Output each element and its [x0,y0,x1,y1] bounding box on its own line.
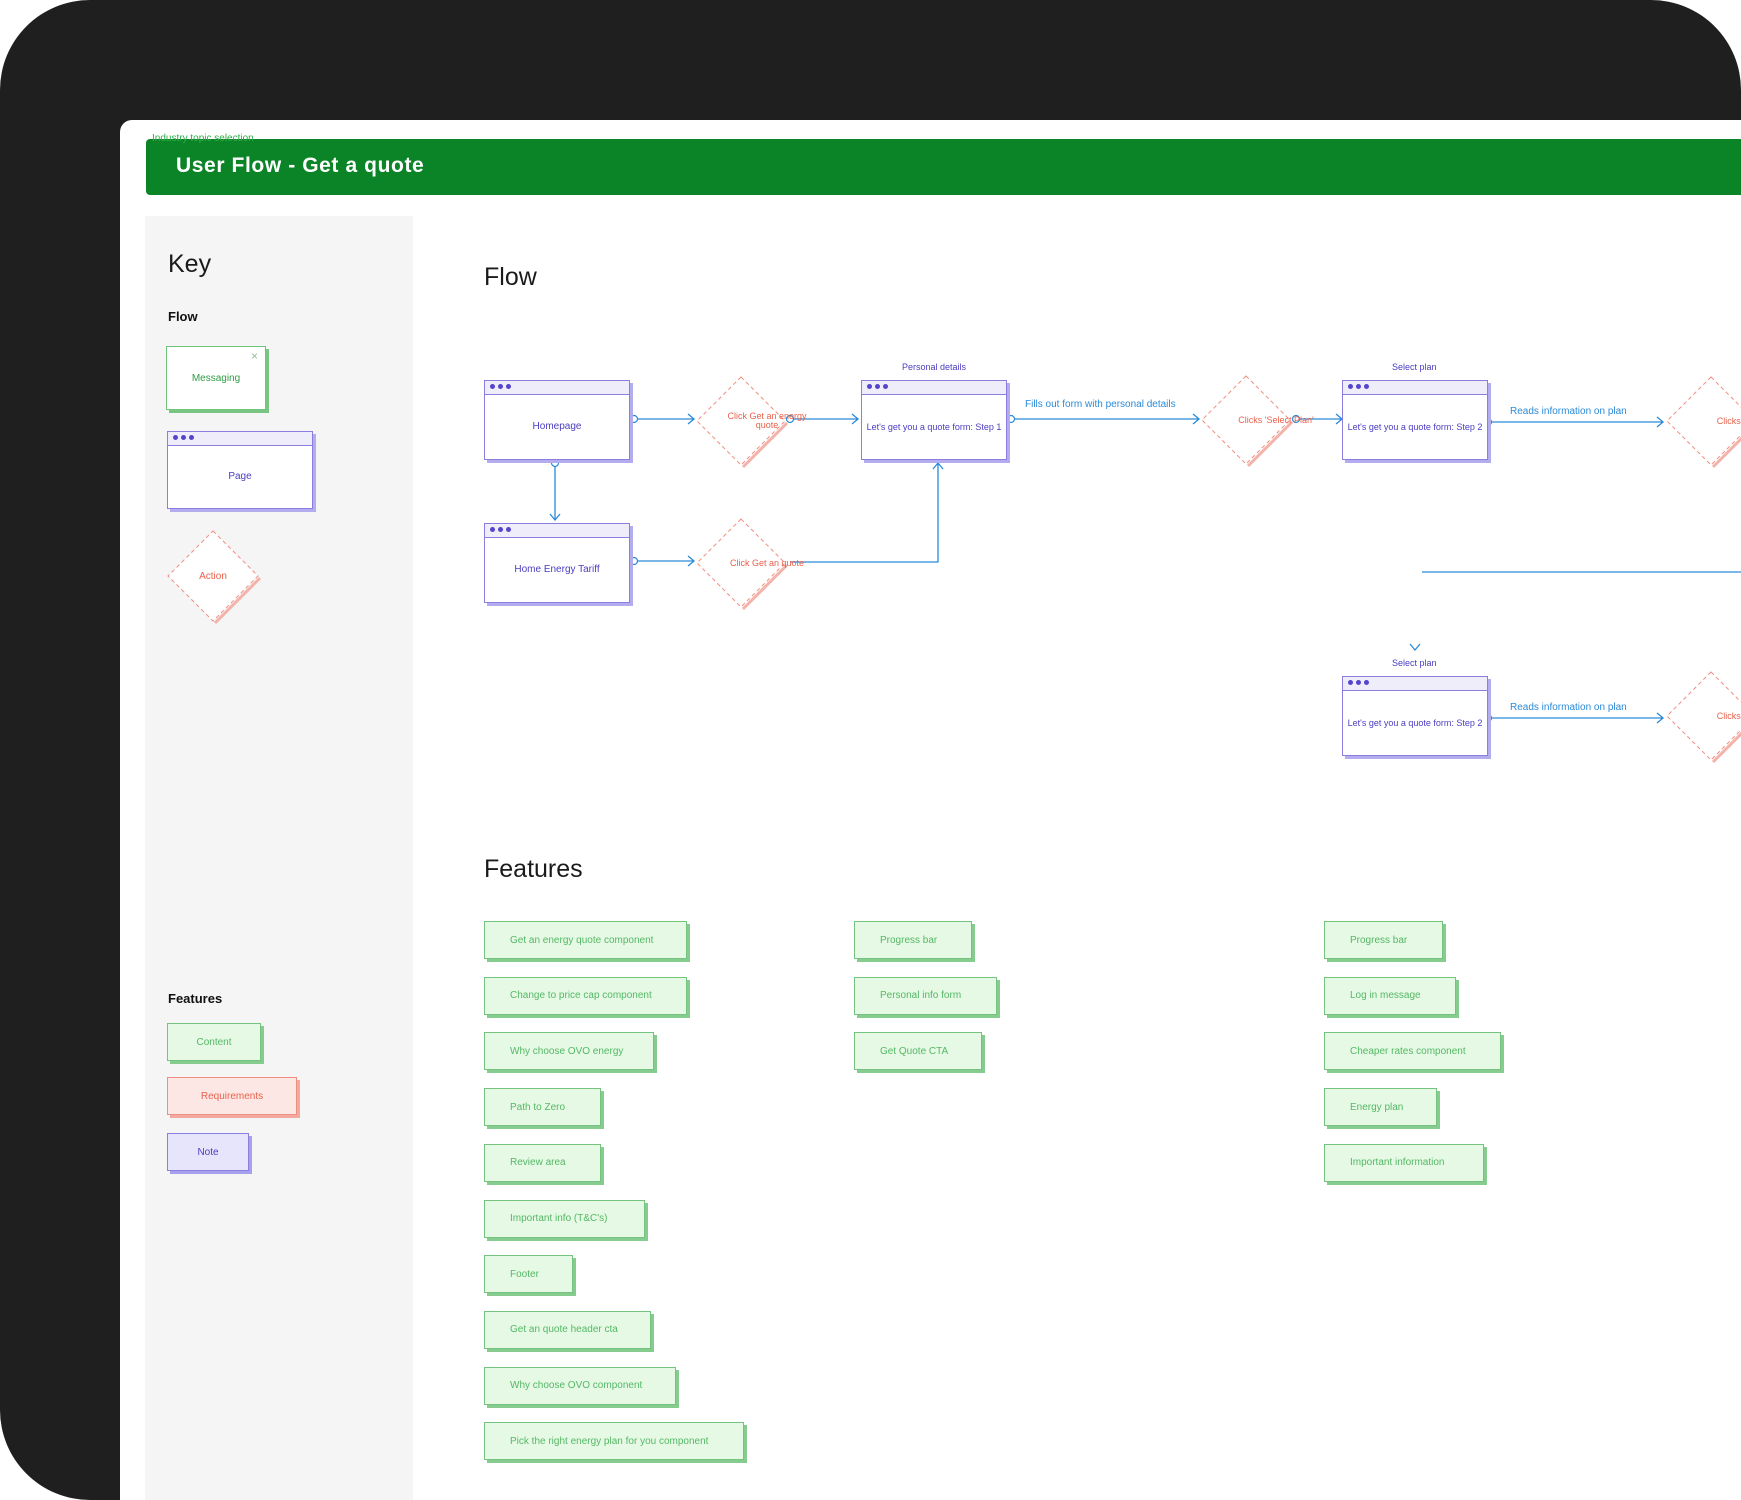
key-flow-heading: Flow [168,309,198,324]
feature-chip[interactable]: Get an energy quote component [484,921,687,959]
diamond-shape [1666,671,1741,764]
page-label: Homepage [532,421,582,432]
window-dots-icon [490,527,511,533]
close-icon: × [250,349,258,363]
feature-chip[interactable]: Why choose OVO energy [484,1032,654,1071]
window-dots-icon [1348,384,1369,390]
feature-chip[interactable]: Personal info form [854,976,997,1015]
page-label: Let's get you a quote form: Step 2 [1347,717,1483,728]
key-requirements-chip[interactable]: Requirements [167,1077,297,1115]
header-bar [146,139,1741,195]
feature-chip[interactable]: Get an quote header cta [484,1310,651,1349]
action-label: Clicks 'Next' [1716,415,1741,426]
edge-label-reads-bottom: Reads information on plan [1510,702,1627,713]
browser-bar [1343,381,1487,395]
key-note-chip[interactable]: Note [167,1133,249,1171]
action-clicks-next-bottom[interactable]: Clicks 'Next' [1666,671,1741,764]
page-title: User Flow - Get a quote [176,154,425,177]
page-label: Let's get you a quote form: Step 1 [866,421,1002,432]
browser-bar [168,432,312,446]
feature-chip[interactable]: Pick the right energy plan for you compo… [484,1422,744,1461]
canvas-screen: Industry topic selection User Flow - Get… [120,120,1741,1500]
feature-chip[interactable]: Cheaper rates component [1324,1032,1501,1071]
feature-chip[interactable]: Progress bar [1324,921,1443,959]
action-click-get-quote[interactable]: Click Get an quote [696,518,804,611]
page-home-energy-tariff[interactable]: Home Energy Tariff [484,523,630,603]
flow-connectors [549,413,1741,724]
key-title: Key [168,250,212,278]
feature-chip[interactable]: Review area [484,1143,601,1182]
diamond-shape [167,530,262,625]
window-dots-icon [867,384,888,390]
key-content-chip[interactable]: Content [167,1023,261,1061]
key-panel [145,216,413,1500]
window-dots-icon [490,384,511,390]
action-label: Click Get an quote [729,557,805,568]
edge-label-reads-top: Reads information on plan [1510,406,1627,417]
header-subtitle: Industry topic selection [152,133,254,144]
action-click-get-energy-quote[interactable]: Click Get an energy quote [696,376,807,469]
key-action-diamond[interactable]: Action [167,530,262,625]
browser-bar [485,524,629,538]
caption-select-plan-bottom: Select plan [1392,658,1437,668]
page-label: Let's get you a quote form: Step 2 [1347,421,1483,432]
feature-chip[interactable]: Change to price cap component [484,976,687,1015]
action-label: Click Get an energy quote [727,411,807,430]
diamond-shape [1666,376,1741,469]
feature-chip[interactable]: Progress bar [854,921,972,959]
key-messaging-box[interactable]: × Messaging [166,346,266,410]
action-label: Clicks 'Next' [1716,710,1741,721]
browser-bar [862,381,1006,395]
feature-chip[interactable]: Important information [1324,1143,1484,1182]
caption-select-plan-top: Select plan [1392,362,1437,372]
feature-chip[interactable]: Log in message [1324,976,1456,1015]
edge-label-fills-out: Fills out form with personal details [1025,399,1176,410]
key-page-label: Page [228,471,252,482]
action-clicks-next-top[interactable]: Clicks 'Next' [1666,376,1741,469]
page-quote-step1[interactable]: Let's get you a quote form: Step 1 [861,380,1007,460]
caption-personal-details: Personal details [902,362,967,372]
diamond-shape [696,376,789,469]
key-action-label: Action [199,570,227,582]
feature-chip[interactable]: Important info (T&C's) [484,1199,645,1238]
feature-chip[interactable]: Path to Zero [484,1088,601,1127]
feature-chip[interactable]: Why choose OVO component [484,1366,676,1405]
flow-title: Flow [484,263,537,291]
feature-chip[interactable]: Footer [484,1255,573,1294]
feature-chip[interactable]: Energy plan [1324,1088,1437,1127]
page-homepage[interactable]: Homepage [484,380,630,460]
feature-chip[interactable]: Get Quote CTA [854,1032,982,1071]
window-dots-icon [173,435,194,441]
window-dots-icon [1348,680,1369,686]
page-quote-step2-bottom[interactable]: Let's get you a quote form: Step 2 [1342,676,1488,756]
page-label: Home Energy Tariff [514,564,600,575]
key-messaging-label: Messaging [191,372,241,384]
key-features-heading: Features [168,991,223,1006]
page-quote-step2-top[interactable]: Let's get you a quote form: Step 2 [1342,380,1488,460]
diamond-shape [1201,375,1294,468]
action-clicks-select-plan[interactable]: Clicks 'Select Plan' [1201,375,1314,468]
diamond-shape [696,518,789,611]
action-label: Clicks 'Select Plan' [1238,414,1314,425]
features-title: Features [484,855,583,883]
browser-bar [1343,677,1487,691]
key-page-box[interactable]: Page [167,431,313,509]
browser-bar [485,381,629,395]
